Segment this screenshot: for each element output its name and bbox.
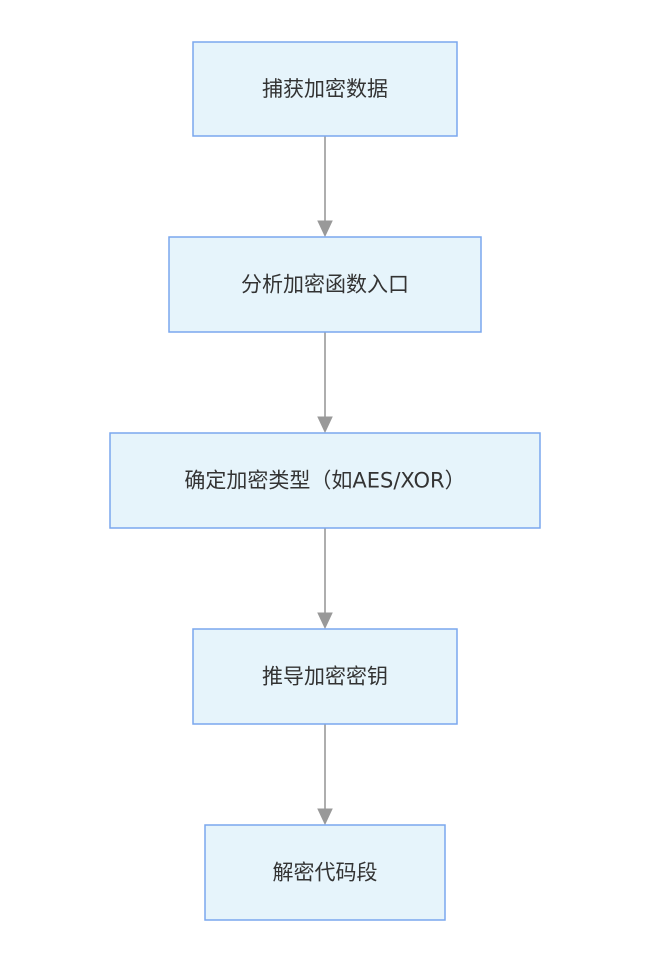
node-box <box>168 236 482 333</box>
arrowhead-icon <box>317 612 333 630</box>
flow-edge-capture-analyze <box>317 136 333 238</box>
node-label: 推导加密密钥 <box>262 665 388 689</box>
node-label: 确定加密类型（如AES/XOR） <box>184 469 465 493</box>
flow-node-capture: 捕获加密数据 <box>192 41 458 137</box>
flow-edge-identify-derive <box>317 528 333 630</box>
node-box <box>192 41 458 137</box>
flow-node-decrypt: 解密代码段 <box>204 824 446 921</box>
node-label: 捕获加密数据 <box>262 77 388 101</box>
node-box <box>192 628 458 725</box>
node-box <box>109 432 541 529</box>
edges-layer <box>317 136 333 826</box>
node-label: 解密代码段 <box>273 861 378 885</box>
arrowhead-icon <box>317 220 333 238</box>
flow-edge-analyze-identify <box>317 332 333 434</box>
flow-node-analyze: 分析加密函数入口 <box>168 236 482 333</box>
arrowhead-icon <box>317 416 333 434</box>
node-box <box>204 824 446 921</box>
arrowhead-icon <box>317 808 333 826</box>
flow-node-derive: 推导加密密钥 <box>192 628 458 725</box>
node-label: 分析加密函数入口 <box>241 273 409 297</box>
flow-edge-derive-decrypt <box>317 724 333 826</box>
flow-node-identify: 确定加密类型（如AES/XOR） <box>109 432 541 529</box>
